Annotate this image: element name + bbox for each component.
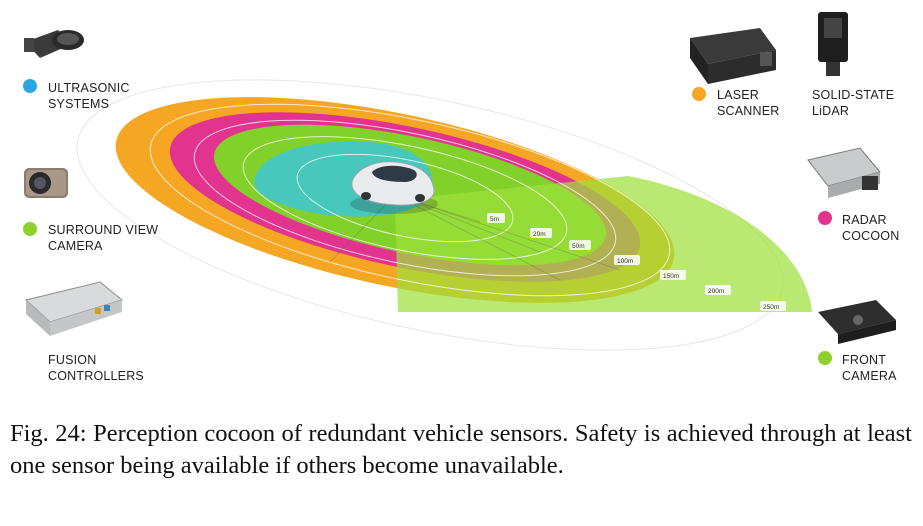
svg-text:20m: 20m (533, 231, 546, 238)
distance-label: 250m (760, 301, 786, 311)
svg-text:50m: 50m (572, 243, 585, 250)
surround-view-label: SURROUND VIEW CAMERA (48, 222, 158, 254)
ultrasonic-label: ULTRASONIC SYSTEMS (48, 80, 130, 112)
distance-label: 50m (569, 240, 591, 250)
radar-dot (818, 211, 832, 225)
radar-label: RADAR COCOON (842, 212, 899, 244)
radar-icon (808, 148, 880, 198)
lidar-icon (818, 12, 848, 76)
fusion-controller-icon (26, 282, 122, 336)
laser-scanner-icon (690, 28, 776, 84)
front-camera-label: FRONT CAMERA (842, 352, 897, 384)
sensor-cocoon-figure: 5m 20m 50m 100m 150m 200m (0, 0, 923, 400)
svg-text:200m: 200m (708, 288, 724, 295)
svg-text:250m: 250m (763, 304, 779, 311)
lidar-label: SOLID-STATE LiDAR (812, 87, 894, 119)
laser-scanner-label: LASER SCANNER (717, 87, 780, 119)
svg-text:100m: 100m (617, 258, 633, 265)
surround-view-dot (23, 222, 37, 236)
surround-camera-icon (24, 168, 68, 198)
svg-text:5m: 5m (490, 216, 499, 223)
ultrasonic-dot (23, 79, 37, 93)
distance-label: 100m (614, 255, 640, 265)
svg-text:150m: 150m (663, 273, 679, 280)
cocoon-diagram: 5m 20m 50m 100m 150m 200m (0, 0, 923, 400)
fusion-label: FUSION CONTROLLERS (48, 352, 144, 384)
laser-scanner-dot (692, 87, 706, 101)
front-camera-icon (818, 300, 896, 344)
front-camera-dot (818, 351, 832, 365)
distance-label: 150m (660, 270, 686, 280)
distance-label: 5m (487, 213, 505, 223)
distance-label: 200m (705, 285, 731, 295)
figure-caption: Fig. 24: Perception cocoon of redundant … (10, 418, 912, 482)
distance-label: 20m (530, 228, 552, 238)
range-zones (54, 28, 812, 400)
ultrasonic-sensor-icon (24, 30, 84, 58)
